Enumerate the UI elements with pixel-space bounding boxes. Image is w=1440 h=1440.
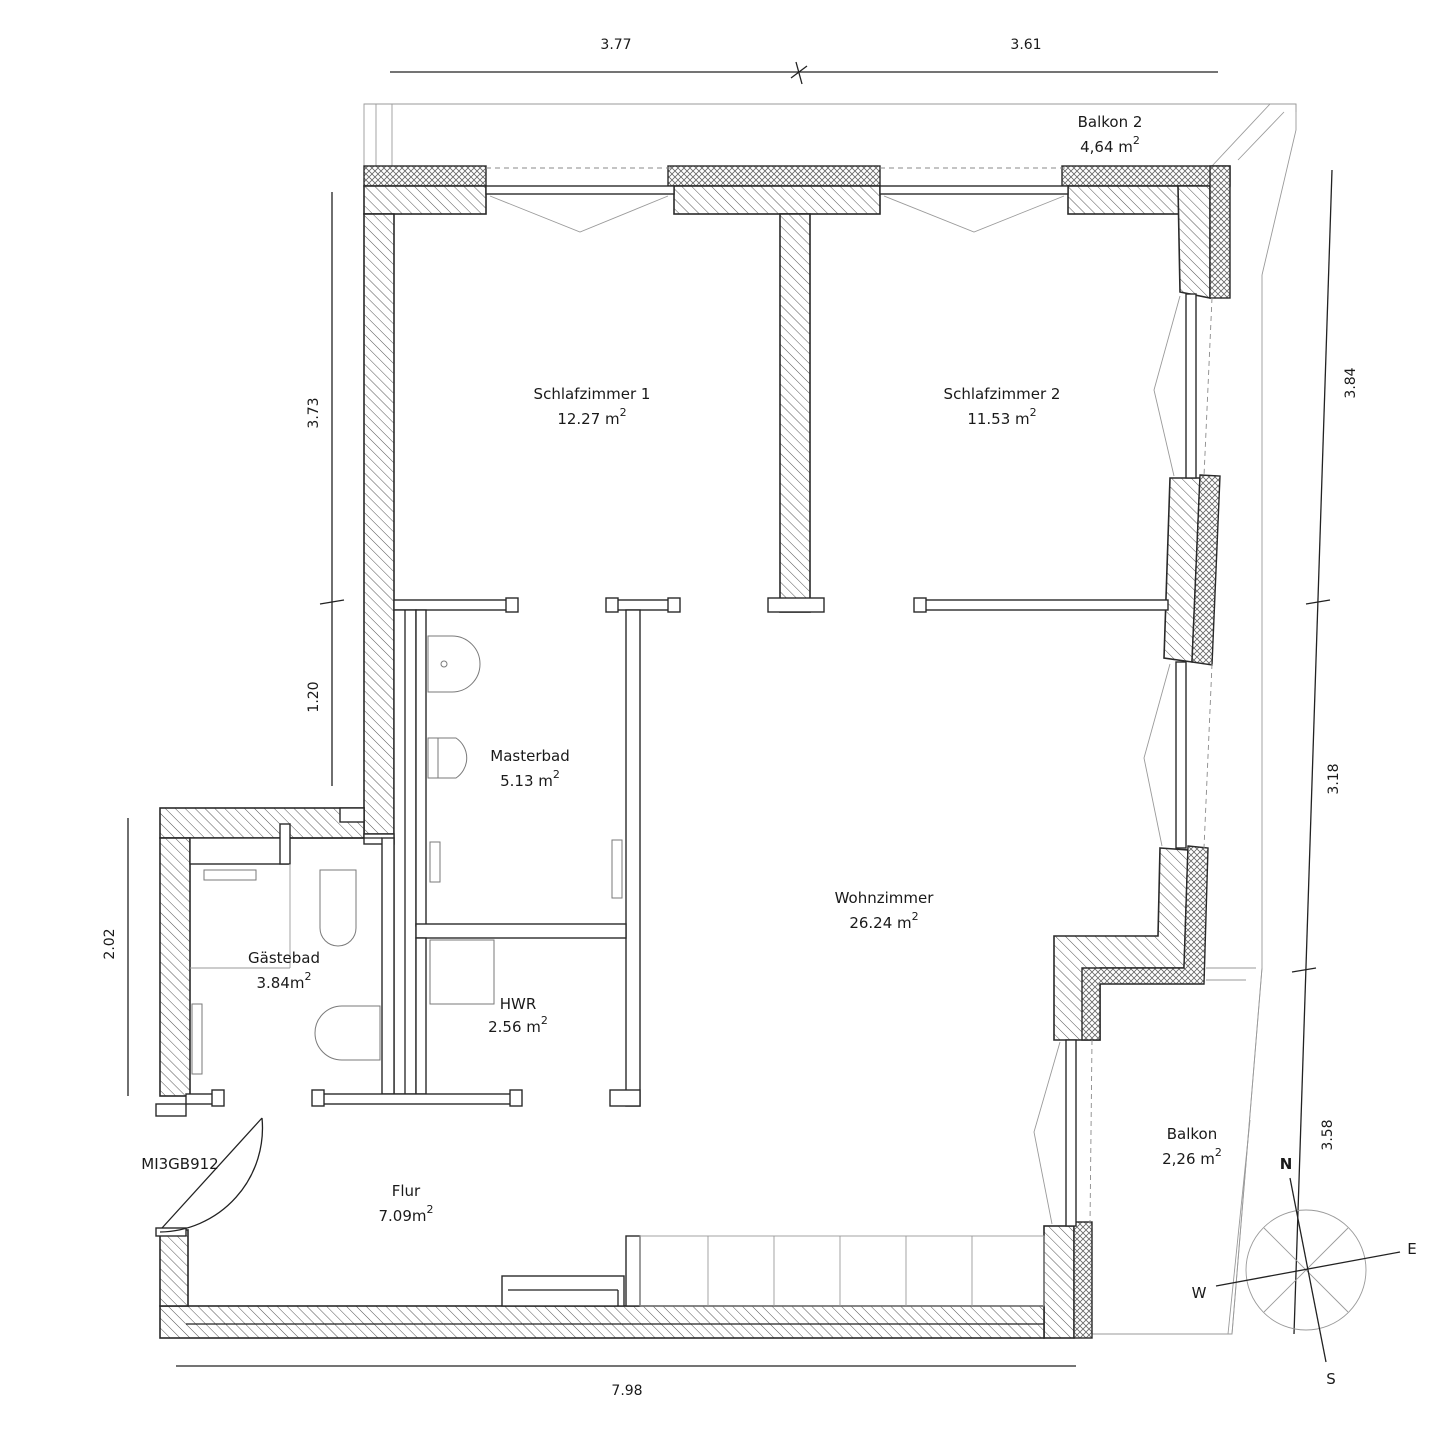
- label-balkon-name: Balkon: [1167, 1125, 1218, 1143]
- label-balkon-area: 2,26 m2: [1162, 1146, 1222, 1168]
- label-flur-name: Flur: [392, 1182, 421, 1200]
- compass-north: N: [1280, 1155, 1293, 1173]
- label-gaestebad-name: Gästebad: [248, 949, 320, 967]
- dim-right-lower: 3.58: [1320, 1119, 1336, 1150]
- bathroom-fixtures: [190, 635, 623, 1075]
- label-schlafzimmer1-area: 12.27 m2: [557, 406, 626, 428]
- label-gaestebad-area: 3.84m2: [256, 970, 311, 992]
- label-schlafzimmer2-area: 11.53 m2: [967, 406, 1036, 428]
- dimension-lines: [127, 61, 1333, 1367]
- compass-east: E: [1407, 1240, 1416, 1258]
- plan-id-label: MI3GB912: [141, 1155, 218, 1173]
- compass-south: S: [1326, 1370, 1336, 1388]
- compass-west: W: [1192, 1284, 1207, 1302]
- label-schlafzimmer1-name: Schlafzimmer 1: [534, 385, 651, 403]
- label-masterbad-name: Masterbad: [490, 747, 569, 765]
- balcony-outlines: [363, 103, 1297, 1335]
- exterior-walls: [155, 165, 1231, 1339]
- compass-labels: N E S W: [1192, 1155, 1417, 1388]
- dim-right-upper: 3.84: [1343, 367, 1359, 398]
- entrance-door: [159, 1117, 264, 1233]
- dim-left-upper: 3.73: [306, 397, 322, 428]
- label-balkon2-area: 4,64 m2: [1080, 134, 1140, 156]
- dim-left-lower: 2.02: [102, 928, 118, 959]
- label-wohnzimmer-area: 26.24 m2: [849, 910, 918, 932]
- dim-bottom: 7.98: [611, 1383, 642, 1399]
- label-balkon2-name: Balkon 2: [1078, 113, 1143, 131]
- interior-walls: [185, 213, 1169, 1307]
- compass: [1215, 1177, 1401, 1363]
- dim-top-left: 3.77: [600, 37, 631, 53]
- dim-right-middle: 3.18: [1326, 763, 1342, 794]
- label-masterbad-area: 5.13 m2: [500, 768, 560, 790]
- room-labels: Schlafzimmer 1 12.27 m2 Schlafzimmer 2 1…: [141, 113, 1222, 1225]
- dim-left-middle: 1.20: [306, 681, 322, 712]
- label-wohnzimmer-name: Wohnzimmer: [835, 889, 935, 907]
- dim-top-right: 3.61: [1010, 37, 1041, 53]
- label-hwr-name: HWR: [500, 995, 537, 1013]
- windows: [485, 167, 1213, 1227]
- label-hwr-area: 2.56 m2: [488, 1014, 548, 1036]
- label-schlafzimmer2-name: Schlafzimmer 2: [944, 385, 1061, 403]
- dimension-labels: 3.77 3.61 7.98 3.73 1.20 2.02 3.84 3.18 …: [102, 37, 1359, 1399]
- label-flur-area: 7.09m2: [378, 1203, 433, 1225]
